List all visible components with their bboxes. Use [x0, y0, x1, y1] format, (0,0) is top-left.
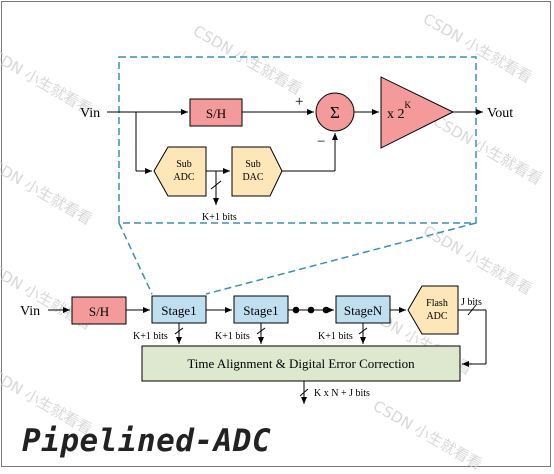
- output-bits-label: K x N + J bits: [314, 388, 370, 399]
- sub-adc-block: [153, 146, 207, 197]
- bus-slash: [174, 327, 184, 335]
- gain-label: x 2K: [387, 100, 412, 122]
- sub-adc-label-1: Sub: [176, 159, 192, 170]
- correction-block: [141, 345, 461, 382]
- stage1-bits-label: K+1 bits: [133, 331, 168, 342]
- detail-sh-label: S/H: [206, 106, 226, 121]
- sub-adc-label-2: ADC: [173, 172, 194, 183]
- flash-adc-label-2: ADC: [426, 311, 447, 322]
- correction-label: Time Alignment & Digital Error Correctio…: [187, 356, 415, 371]
- bus-slash: [210, 180, 222, 190]
- sub-dac-block: [231, 146, 283, 197]
- pipeline-sh-label: S/H: [89, 304, 109, 319]
- plus-sign: +: [295, 94, 303, 110]
- ellipsis-dot: [292, 306, 300, 314]
- flash-adc-block: [407, 285, 459, 335]
- bus-slash: [299, 388, 309, 397]
- ellipsis-dot: [307, 306, 315, 314]
- detail-bits-label: K+1 bits: [202, 212, 237, 223]
- sub-dac-label-1: Sub: [245, 159, 261, 170]
- detail-vin-label: Vin: [80, 106, 100, 121]
- stage1-label: Stage1: [161, 303, 196, 318]
- stage2-label: Stage1: [243, 303, 278, 318]
- stageN-bits-label: K+1 bits: [318, 331, 353, 342]
- sigma-symbol: Σ: [330, 103, 340, 122]
- sub-dac-label-2: DAC: [242, 172, 263, 183]
- zoom-connector-right: [205, 222, 477, 295]
- bus-slash: [358, 327, 368, 335]
- stageN-label: StageN: [344, 303, 383, 318]
- vout-label: Vout: [487, 106, 513, 121]
- ellipsis-dot: [322, 306, 330, 314]
- minus-sign: −: [317, 134, 325, 150]
- figure-border: [1, 1, 551, 467]
- stage-detail-box: [118, 56, 477, 224]
- gain-amplifier: [380, 76, 455, 149]
- pipeline-vin-label: Vin: [20, 304, 40, 319]
- zoom-connector-left: [118, 222, 153, 295]
- jbits-label: J bits: [461, 297, 482, 308]
- detail-sh-block: [189, 98, 243, 127]
- flash-adc-label-1: Flash: [426, 298, 448, 309]
- figure-caption: Pipelined-ADC: [22, 423, 272, 459]
- bus-slash: [467, 304, 477, 316]
- bus-slash: [256, 327, 266, 335]
- stage2-bits-label: K+1 bits: [215, 331, 250, 342]
